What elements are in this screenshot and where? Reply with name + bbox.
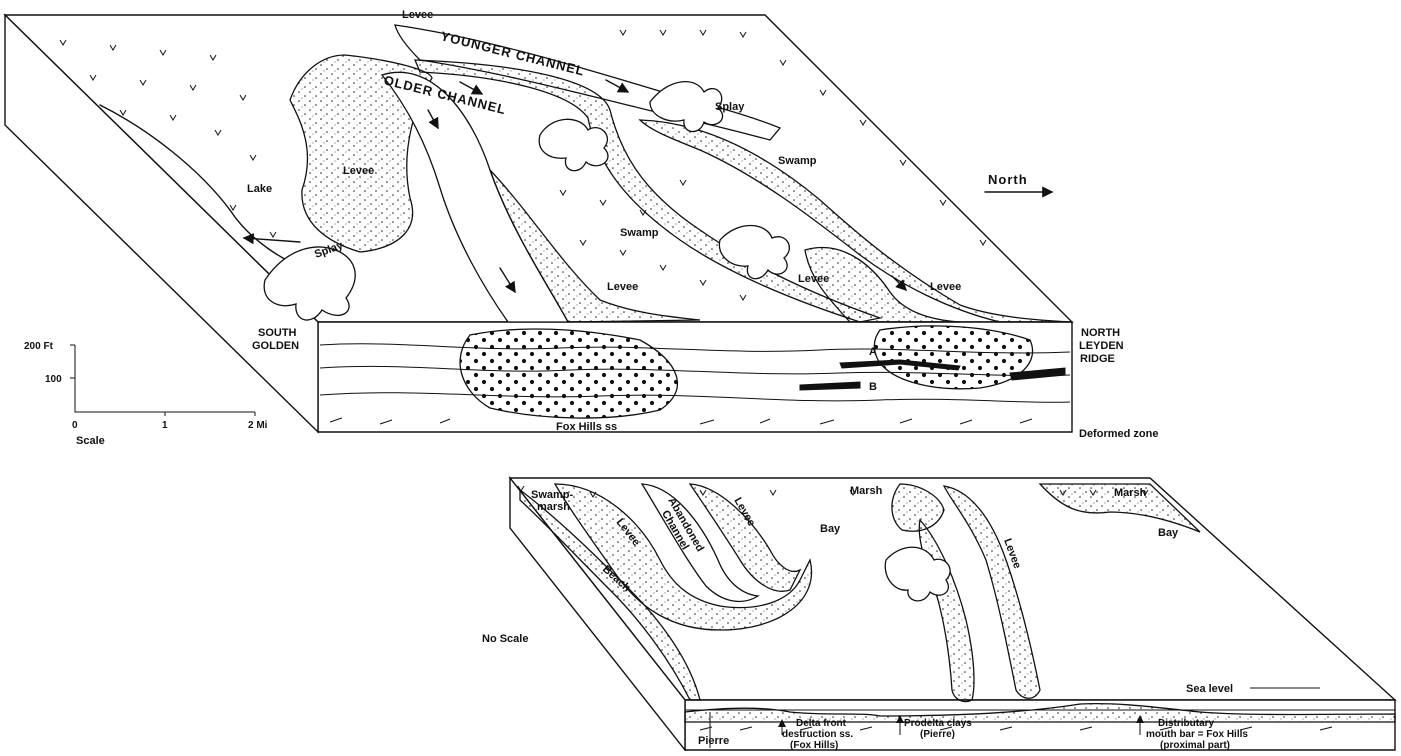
- label-coal-a: A: [869, 346, 877, 358]
- label-bay-b: Bay: [1158, 527, 1179, 539]
- scale-2mi: 2 Mi: [248, 420, 268, 431]
- label-sea-level: Sea level: [1186, 683, 1233, 695]
- label-south-golden: SOUTH GOLDEN: [252, 327, 300, 352]
- label-swamp-right: Swamp: [778, 155, 817, 167]
- label-deformed-zone: Deformed zone: [1079, 428, 1158, 440]
- scale-1: 1: [162, 420, 168, 431]
- label-levee-right-b: Levee: [930, 281, 961, 293]
- label-levee-top: Levee: [402, 9, 433, 21]
- label-pierre: Pierre: [698, 735, 729, 747]
- label-north-leyden-ridge: NORTH LEYDEN RIDGE: [1079, 327, 1127, 365]
- label-levee-center: Levee: [607, 281, 638, 293]
- scale-title: Scale: [76, 435, 105, 447]
- label-swamp-marsh: Swamp- marsh: [531, 489, 576, 513]
- label-coal-b: B: [869, 381, 877, 393]
- lower-block: Swamp- marsh Levee Abandoned Channel Lev…: [482, 478, 1395, 751]
- scale-100: 100: [45, 374, 62, 385]
- label-no-scale: No Scale: [482, 633, 528, 645]
- label-bay-a: Bay: [820, 523, 841, 535]
- scale-bar: 200 Ft 100 0 1 2 Mi Scale: [24, 341, 268, 447]
- label-levee-left: Levee: [343, 165, 374, 177]
- label-fox-hills: Fox Hills ss: [556, 421, 617, 433]
- scale-200ft: 200 Ft: [24, 341, 54, 352]
- label-splay-right: Splay: [715, 101, 745, 113]
- point-bar-sand-center: [460, 329, 677, 418]
- scale-0: 0: [72, 420, 78, 431]
- label-marsh-b: Marsh: [1114, 487, 1147, 499]
- north-arrow-label: North: [988, 172, 1028, 187]
- north-arrow: North: [985, 172, 1052, 192]
- label-marsh-a: Marsh: [850, 485, 883, 497]
- upper-block: Levee YOUNGER CHANNEL OLDER CHANNEL Spla…: [5, 9, 1158, 440]
- label-swamp-center: Swamp: [620, 227, 659, 239]
- label-lake: Lake: [247, 183, 272, 195]
- label-levee-right-a: Levee: [798, 273, 829, 285]
